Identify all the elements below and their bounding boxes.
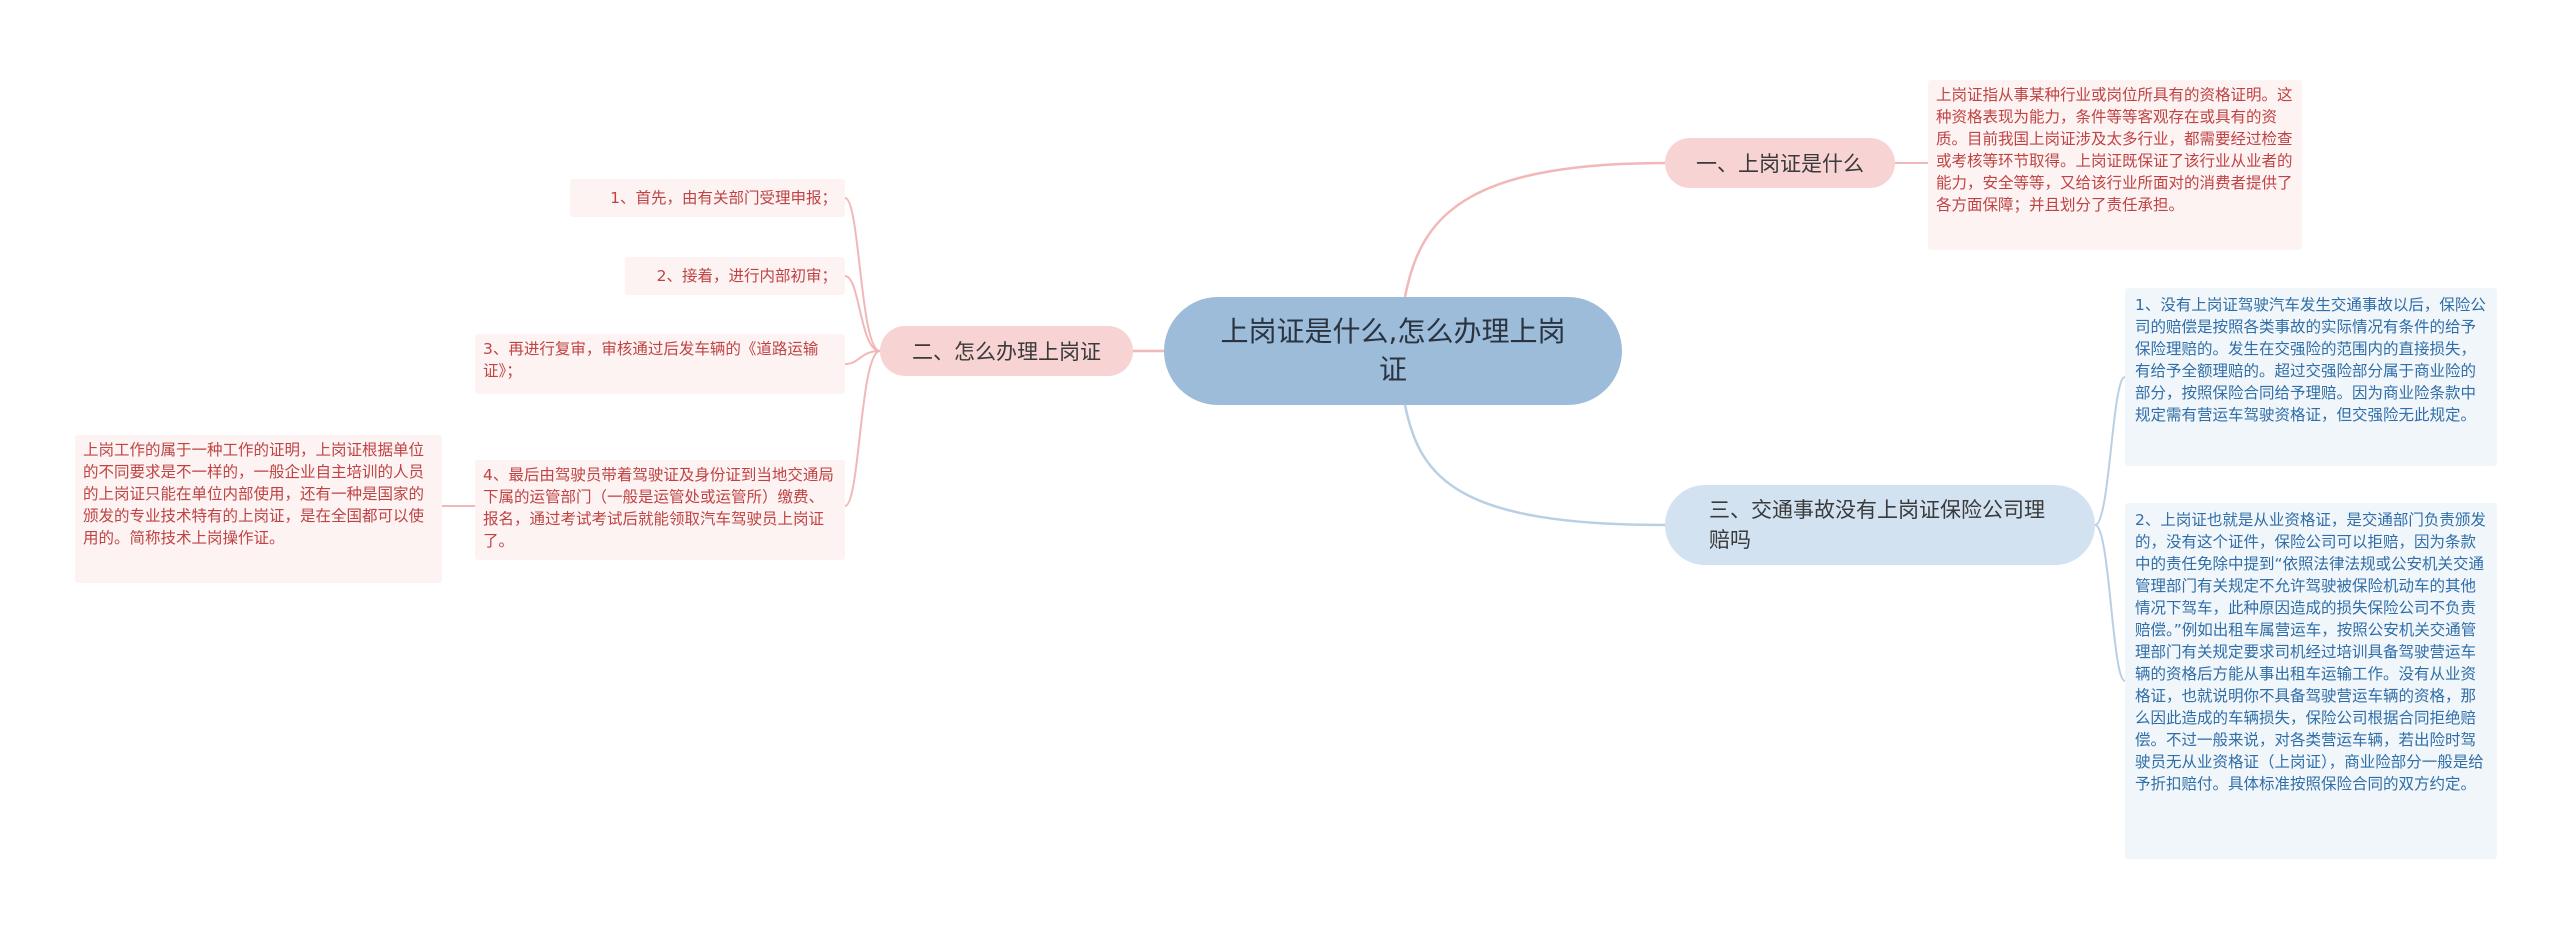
link-branch2-steps bbox=[844, 197, 881, 507]
link-branch3-leaves bbox=[2094, 376, 2126, 682]
step-text: 1、首先，由有关部门受理申报； bbox=[610, 189, 837, 207]
leaf-claim-2[interactable]: 2、上岗证也就是从业资格证，是交通部门负责颁发的，没有这个证件，保险公司可以拒赔… bbox=[2125, 503, 2497, 859]
step-text: 3、再进行复审，审核通过后发车辆的《道路运输证》； bbox=[483, 340, 819, 380]
branch-label: 一、上岗证是什么 bbox=[1696, 152, 1864, 176]
leaf-text: 1、没有上岗证驾驶汽车发生交通事故以后，保险公司的赔偿是按照各类事故的实际情况有… bbox=[2135, 296, 2486, 424]
branch-label: 二、怎么办理上岗证 bbox=[912, 340, 1101, 364]
step-2[interactable]: 2、接着，进行内部初审； bbox=[625, 257, 845, 295]
branch-label: 三、交通事故没有上岗证保险公司理赔吗 bbox=[1709, 498, 2045, 552]
step-text: 2、接着，进行内部初审； bbox=[656, 267, 837, 285]
leaf-text: 2、上岗证也就是从业资格证，是交通部门负责颁发的，没有这个证件，保险公司可以拒赔… bbox=[2135, 511, 2486, 793]
link-center-branch1 bbox=[1403, 161, 1666, 298]
step-4-note[interactable]: 上岗工作的属于一种工作的证明，上岗证根据单位的不同要求是不一样的，一般企业自主培… bbox=[75, 435, 442, 583]
leaf-claim-1[interactable]: 1、没有上岗证驾驶汽车发生交通事故以后，保险公司的赔偿是按照各类事故的实际情况有… bbox=[2125, 288, 2497, 466]
branch-accident-without-certificate[interactable]: 三、交通事故没有上岗证保险公司理赔吗 bbox=[1665, 485, 2095, 565]
central-topic[interactable]: 上岗证是什么,怎么办理上岗证 bbox=[1164, 297, 1622, 405]
central-topic-text: 上岗证是什么,怎么办理上岗证 bbox=[1220, 315, 1566, 386]
step-4[interactable]: 4、最后由驾驶员带着驾驶证及身份证到当地交通局下属的运管部门（一般是运管处或运管… bbox=[475, 460, 845, 560]
note-text: 上岗工作的属于一种工作的证明，上岗证根据单位的不同要求是不一样的，一般企业自主培… bbox=[83, 441, 425, 547]
link-center-branch3 bbox=[1403, 404, 1666, 527]
step-1[interactable]: 1、首先，由有关部门受理申报； bbox=[570, 179, 845, 217]
leaf-text: 上岗证指从事某种行业或岗位所具有的资格证明。这种资格表现为能力，条件等等客观存在… bbox=[1936, 86, 2293, 214]
branch-how-to-apply[interactable]: 二、怎么办理上岗证 bbox=[880, 326, 1133, 376]
step-text: 4、最后由驾驶员带着驾驶证及身份证到当地交通局下属的运管部门（一般是运管处或运管… bbox=[483, 466, 834, 550]
step-3[interactable]: 3、再进行复审，审核通过后发车辆的《道路运输证》； bbox=[475, 334, 845, 394]
branch-what-is-certificate[interactable]: 一、上岗证是什么 bbox=[1665, 138, 1895, 188]
leaf-definition[interactable]: 上岗证指从事某种行业或岗位所具有的资格证明。这种资格表现为能力，条件等等客观存在… bbox=[1928, 80, 2302, 250]
